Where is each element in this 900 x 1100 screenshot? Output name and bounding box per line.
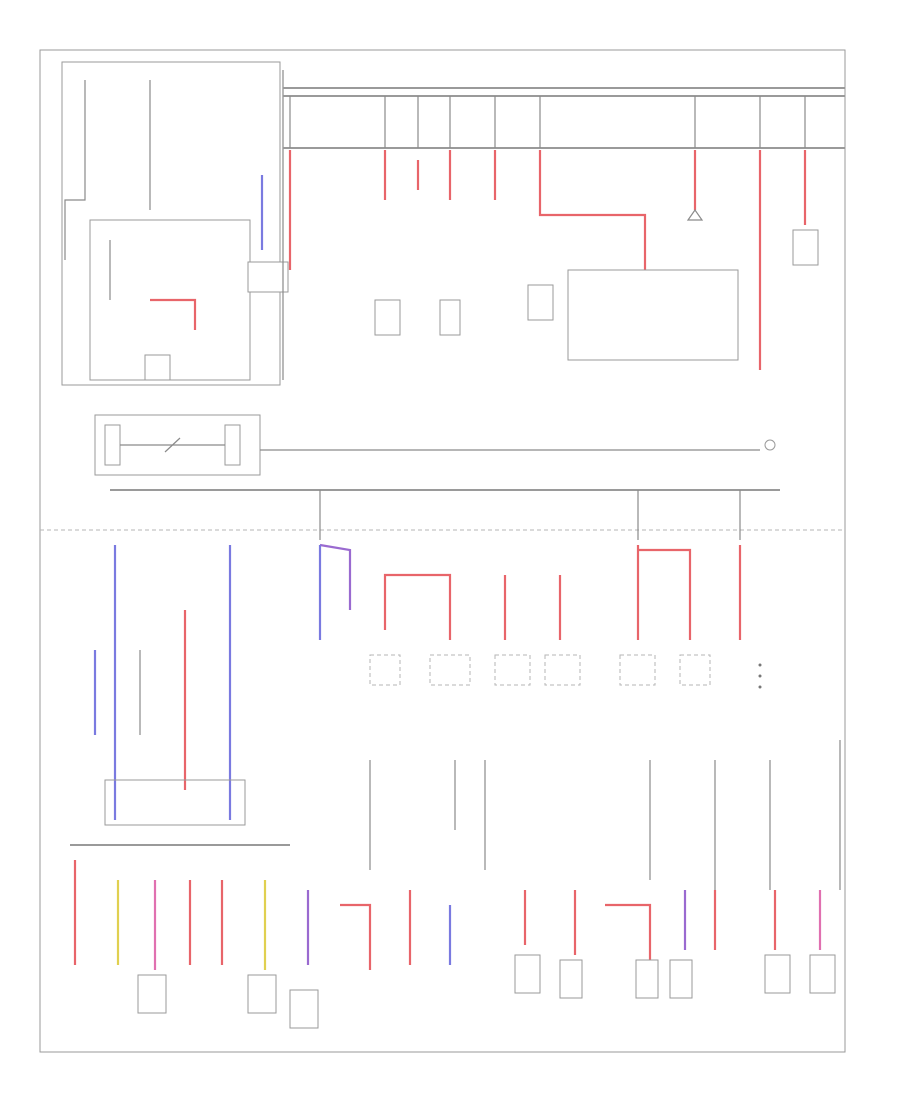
- power-distribution-box: [567, 269, 739, 361]
- component-box: [527, 284, 554, 321]
- junction-box-left: [247, 261, 289, 293]
- diagram-frame: [39, 49, 846, 1053]
- battery-block: [61, 61, 281, 386]
- wire-red-mid: [383, 573, 452, 640]
- ground-symbol: [764, 439, 776, 451]
- wire-red-right-mid: [636, 545, 692, 640]
- wire-red-battery: [150, 298, 197, 330]
- component-box: [792, 229, 819, 266]
- switch-block: [104, 779, 246, 826]
- relay-box-left: [144, 354, 171, 381]
- component-box: [439, 299, 461, 336]
- wire-violet-mid: [319, 543, 352, 610]
- component-row-lower: [137, 954, 836, 1029]
- legend: [758, 663, 762, 689]
- component-box: [374, 299, 401, 336]
- wire-red-module: [538, 150, 647, 270]
- fuse-row-top: [289, 96, 806, 148]
- component-row-middle: [369, 654, 711, 686]
